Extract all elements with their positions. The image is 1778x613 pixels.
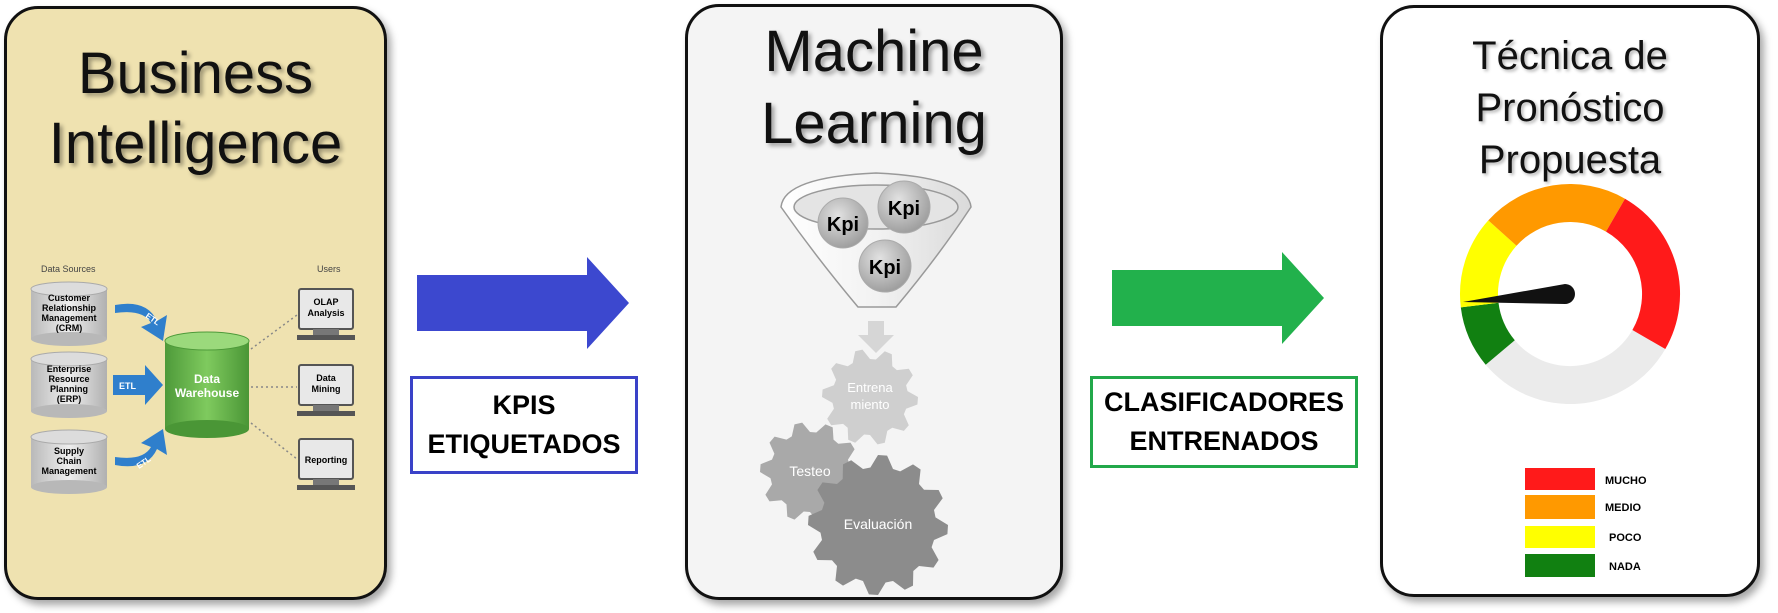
gauge-dial-icon (1459, 183, 1681, 405)
kpi-funnel-icon: Kpi Kpi Kpi (780, 172, 972, 308)
olap-line-2: Analysis (307, 308, 344, 318)
gauge-segment-empty (1485, 330, 1666, 405)
data-sources-label: Data Sources (41, 264, 96, 274)
erp-line-2: Resource (48, 374, 89, 384)
etl-label-middle: ETL (119, 381, 137, 391)
bi-title-line1: Business (77, 41, 314, 106)
bi-architecture-diagram: Data Sources Users Customer Relationship… (30, 264, 355, 494)
clf-line-2: ENTRENADOS (1129, 426, 1319, 456)
training-gear-line-2: miento (850, 397, 889, 412)
legend-swatch-poco (1525, 526, 1595, 548)
legend-label-mucho: MUCHO (1605, 475, 1647, 487)
etl-arrow-bottom: ETL (115, 429, 167, 471)
bi-title-line2: Intelligence (48, 111, 343, 176)
etl-arrow-top: ETL (115, 303, 167, 341)
crm-line-2: Relationship (42, 303, 97, 313)
training-gear-icon (822, 349, 918, 445)
evaluation-gear-label: Evaluación (844, 516, 913, 532)
ml-process-diagram: Kpi Kpi Kpi Entrena miento Testeo Evalua… (760, 172, 972, 595)
kpi-ball-3: Kpi (869, 257, 901, 279)
crm-line-4: (CRM) (56, 323, 83, 333)
kpis-line-2: ETIQUETADOS (427, 429, 621, 459)
scm-line-1: Supply (54, 446, 84, 456)
erp-line-4: (ERP) (57, 394, 82, 404)
fc-title-line3: Propuesta (1478, 138, 1662, 182)
gauge-segment-nada (1460, 302, 1515, 365)
machine-learning-panel: Machine Learning Kpi Kpi Kpi Entrena mie… (685, 4, 1063, 600)
warehouse-line-1: Data (194, 372, 220, 386)
kpis-line-1: KPIS (492, 389, 556, 420)
ml-title-line2: Learning (761, 91, 987, 156)
scm-line-2: Chain (56, 456, 81, 466)
gauge-segment-mucho (1606, 198, 1681, 349)
legend-label-nada: NADA (1609, 561, 1641, 573)
legend-label-medio: MEDIO (1605, 502, 1642, 514)
fc-title-line2: Pronóstico (1475, 86, 1665, 130)
warehouse-line-2: Warehouse (175, 386, 240, 400)
legend-swatch-medio (1525, 495, 1595, 519)
kpis-etiquetados-label: KPIS ETIQUETADOS (410, 376, 638, 474)
down-arrow-icon (858, 321, 894, 353)
legend-swatch-nada (1525, 554, 1595, 577)
risk-gauge-diagram: MUCHO MEDIO POCO NADA (1459, 183, 1681, 577)
users-label: Users (317, 264, 341, 274)
etl-arrow-middle: ETL (113, 365, 163, 405)
mining-line-2: Mining (312, 384, 341, 394)
forecast-technique-panel: Técnica de Pronóstico Propuesta MUCHO ME… (1380, 5, 1760, 597)
clf-line-1: CLASIFICADORES (1103, 386, 1344, 417)
scm-line-3: Management (41, 466, 96, 476)
kpi-ball-2: Kpi (888, 198, 920, 220)
crm-source-cylinder: Customer Relationship Management (CRM) (30, 281, 108, 346)
erp-source-cylinder: Enterprise Resource Planning (ERP) (30, 351, 108, 418)
green-arrow-icon (1112, 252, 1324, 344)
data-warehouse-cylinder: Data Warehouse (164, 331, 250, 438)
warehouse-user-links (250, 314, 298, 460)
olap-monitor-icon: OLAP Analysis (297, 288, 355, 340)
training-gear-line-1: Entrena (847, 380, 893, 395)
data-mining-monitor-icon: Data Mining (297, 364, 355, 416)
blue-arrow-icon (417, 257, 629, 349)
reporting-monitor-icon: Reporting (297, 438, 355, 490)
legend-label-poco: POCO (1609, 532, 1642, 544)
business-intelligence-panel: Business Intelligence Data Sources Users… (4, 6, 387, 600)
crm-line-1: Customer (48, 293, 91, 303)
clasificadores-entrenados-label: CLASIFICADORES ENTRENADOS (1090, 376, 1358, 468)
crm-line-3: Management (41, 313, 96, 323)
kpi-ball-1: Kpi (827, 214, 859, 236)
gauge-segment-poco (1459, 220, 1517, 308)
ml-title-line1: Machine (764, 19, 984, 84)
fc-title-line1: Técnica de (1472, 34, 1668, 78)
olap-line-1: OLAP (313, 297, 338, 307)
erp-line-3: Planning (50, 384, 88, 394)
gauge-segment-medio (1488, 183, 1625, 246)
legend-swatch-mucho (1525, 468, 1595, 490)
gauge-legend: MUCHO MEDIO POCO NADA (1525, 468, 1647, 577)
evaluation-gear-icon (808, 455, 948, 595)
scm-source-cylinder: Supply Chain Management (30, 429, 108, 494)
reporting-line-1: Reporting (305, 455, 348, 465)
gauge-needle-icon (1463, 284, 1575, 304)
mining-line-1: Data (316, 373, 337, 383)
erp-line-1: Enterprise (47, 364, 92, 374)
testing-gear-label: Testeo (789, 463, 830, 479)
